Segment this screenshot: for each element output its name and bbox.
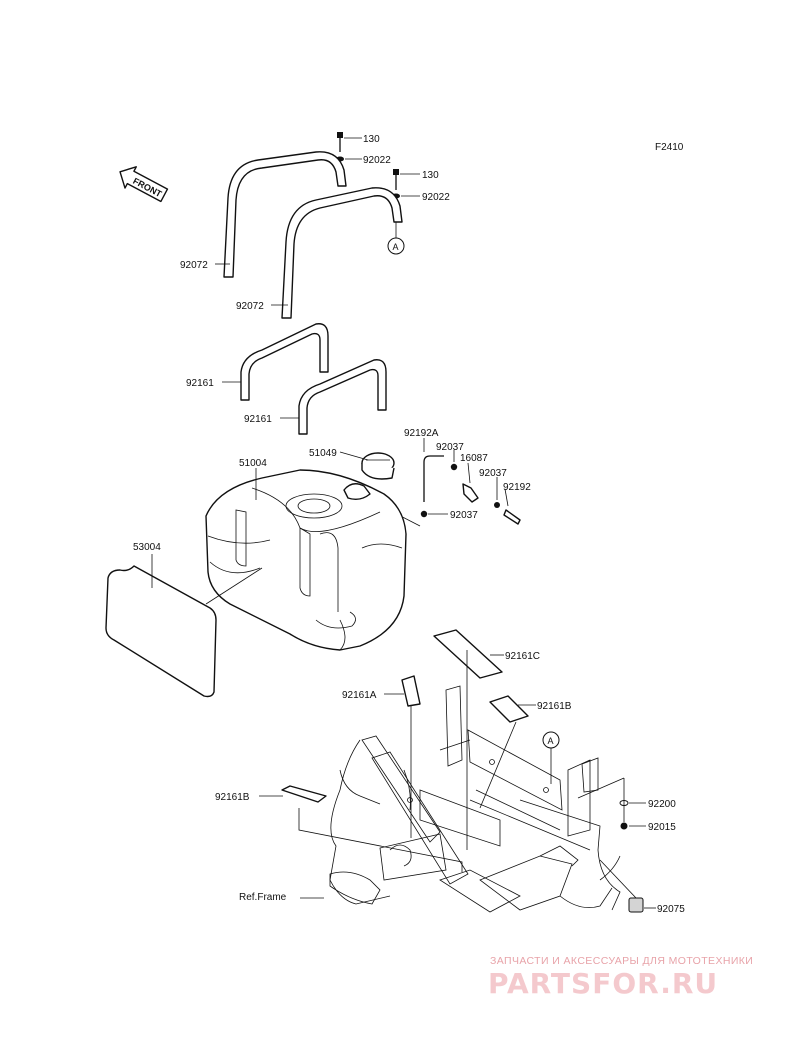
label-92072-a: 92072 — [180, 260, 208, 271]
label-92192: 92192 — [503, 482, 531, 493]
label-92037-a: 92037 — [436, 442, 464, 453]
fuel-tank-51004 — [205, 469, 407, 651]
label-92037-c: 92037 — [450, 510, 478, 521]
frame-ref — [329, 685, 621, 913]
label-92075: 92075 — [657, 904, 685, 915]
ref-marker-a-top: A — [387, 237, 405, 255]
cap-92075 — [628, 897, 644, 913]
watermark-tagline: ЗАПЧАСТИ И АКСЕССУАРЫ ДЛЯ МОТОТЕХНИКИ — [490, 955, 754, 967]
label-92072-b: 92072 — [236, 301, 264, 312]
svg-text:A: A — [393, 242, 399, 252]
label-92161C: 92161C — [505, 651, 540, 662]
strap-92072-b — [281, 187, 403, 319]
label-92022-a: 92022 — [363, 155, 391, 166]
fuel-cap-51049 — [361, 452, 395, 480]
label-92015: 92015 — [648, 822, 676, 833]
pad-92161-b — [298, 359, 387, 435]
label-92161A: 92161A — [342, 690, 377, 701]
pad-53004 — [105, 565, 217, 698]
label-92161B-right: 92161B — [537, 701, 572, 712]
label-92161-b: 92161 — [244, 414, 272, 425]
label-51004: 51004 — [239, 458, 267, 469]
watermark-logo: PARTSFOR.RU — [488, 967, 719, 1000]
label-16087: 16087 — [460, 453, 488, 464]
label-92192A: 92192A — [404, 428, 439, 439]
label-130-b: 130 — [422, 170, 439, 181]
ref-frame-label: Ref.Frame — [239, 892, 287, 903]
label-92200: 92200 — [648, 799, 676, 810]
nut-92015 — [620, 822, 628, 830]
label-92037-b: 92037 — [479, 468, 507, 479]
label-53004: 53004 — [133, 542, 161, 553]
label-92161-a: 92161 — [186, 378, 214, 389]
ref-marker-a-bottom: A — [542, 731, 560, 749]
label-51049: 51049 — [309, 448, 337, 459]
pad-92161C — [433, 629, 503, 679]
strap-92072-a — [223, 151, 347, 278]
figure-code: F2410 — [655, 142, 684, 153]
front-arrow-icon: FRONT — [119, 166, 169, 203]
label-92022-b: 92022 — [422, 192, 450, 203]
svg-text:A: A — [548, 736, 554, 746]
label-130-a: 130 — [363, 134, 380, 145]
pad-92161-a — [240, 323, 329, 401]
pad-92161B-right — [489, 695, 529, 723]
label-92161B-left: 92161B — [215, 792, 250, 803]
pad-92161B-left — [281, 785, 327, 803]
pad-92161A — [401, 675, 421, 707]
